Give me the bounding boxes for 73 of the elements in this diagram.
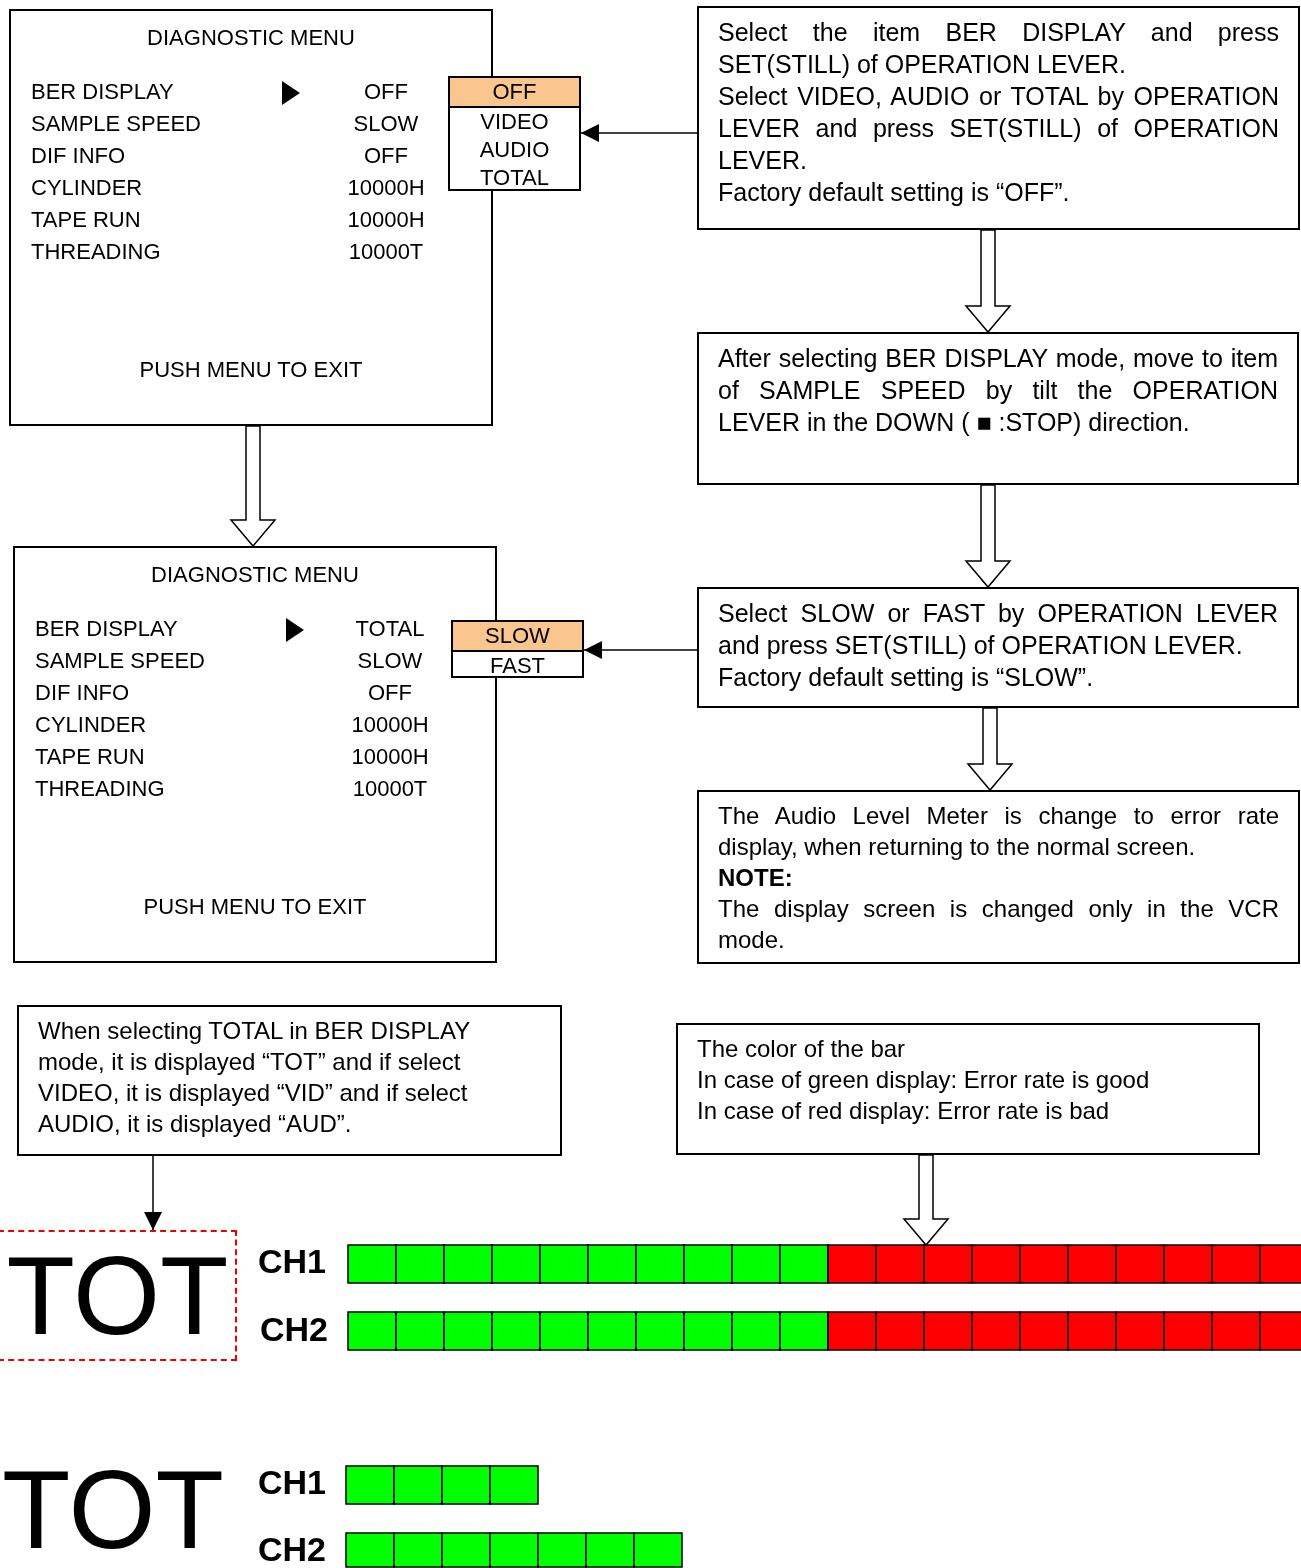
menu-item: DIF INFO <box>31 143 126 169</box>
menu-item: SAMPLE SPEED <box>35 648 205 674</box>
menu-value: 10000T <box>351 776 429 802</box>
level-bar <box>346 1533 682 1567</box>
selected-option: OFF <box>450 78 579 108</box>
menu-item: CYLINDER <box>35 712 147 738</box>
option: AUDIO <box>450 136 579 164</box>
instruction-text: Select VIDEO, AUDIO or TOTAL by OPERATION LEVER and press SET(STILL) of OPERATION LEVER. <box>718 81 1279 176</box>
menu-item: THREADING <box>35 776 165 802</box>
arrow <box>144 1155 162 1231</box>
instruction-text: In case of green display: Error rate is good <box>697 1065 1151 1095</box>
option-list <box>451 620 584 678</box>
instruction-text: The color of the bar <box>697 1034 907 1064</box>
option: VIDEO <box>450 108 579 136</box>
menu-value: OFF <box>363 79 409 105</box>
menu-footer: PUSH MENU TO EXIT <box>11 357 491 383</box>
menu-item: TAPE RUN <box>31 207 141 233</box>
option: TOTAL <box>450 164 579 192</box>
menu-item: BER DISPLAY <box>31 79 174 105</box>
level-bar <box>346 1466 538 1504</box>
instruction-text: Factory default setting is “OFF”. <box>718 177 1071 208</box>
option: FAST <box>453 652 582 680</box>
menu-title: DIAGNOSTIC MENU <box>146 25 356 51</box>
instruction-text: Select SLOW or FAST by OPERATION LEVER and press SET(STILL) of OPERATION LEVER. <box>718 598 1278 661</box>
indicator-text: TOT <box>2 1462 224 1558</box>
menu-value: 10000H <box>346 207 426 233</box>
menu-item: DIF INFO <box>35 680 130 706</box>
menu-title: DIAGNOSTIC MENU <box>150 562 360 588</box>
instruction-text: After selecting BER DISPLAY mode, move to item of SAMPLE SPEED by tilt the OPERATION LEVER in the DOWN ( ■ :STOP) direction. <box>718 343 1278 438</box>
selected-option: SLOW <box>453 622 582 652</box>
menu-footer: PUSH MENU TO EXIT <box>15 894 495 920</box>
hollow-arrow <box>964 229 1012 334</box>
instruction-text: When selecting TOTAL in BER DISPLAY mode, it is displayed “TOT” and if select VIDEO, it is displayed “VID” and if select AUDIO, it is displayed “AUD”. <box>38 1016 471 1139</box>
instruction-box <box>697 6 1300 230</box>
hollow-arrow <box>964 484 1012 589</box>
menu-value: 10000H <box>350 712 430 738</box>
note-heading: NOTE: <box>718 863 794 893</box>
level-bar <box>348 1312 1301 1350</box>
instruction-box <box>697 790 1300 964</box>
menu-item: CYLINDER <box>31 175 143 201</box>
instruction-text: Select the item BER DISPLAY and press SET(STILL) of OPERATION LEVER. <box>718 17 1279 80</box>
instruction-box <box>697 587 1299 708</box>
menu-value: OFF <box>367 680 413 706</box>
arrow <box>580 124 698 142</box>
instruction-box <box>697 332 1299 485</box>
option-list <box>448 76 581 191</box>
instruction-text: The display screen is changed only in the VCR mode. <box>718 894 1279 955</box>
menu-value: SLOW <box>352 111 420 137</box>
channel-label: CH1 <box>258 1463 327 1501</box>
instruction-text: Factory default setting is “SLOW”. <box>718 662 1095 693</box>
menu-item: BER DISPLAY <box>35 616 178 642</box>
menu-item: SAMPLE SPEED <box>31 111 201 137</box>
menu-item: THREADING <box>31 239 161 265</box>
instruction-text: The Audio Level Meter is change to error rate display, when returning to the normal screen. <box>718 801 1279 862</box>
menu-value: OFF <box>363 143 409 169</box>
indicator-text: TOT <box>5 1232 230 1359</box>
hollow-arrow <box>229 425 277 548</box>
menu-value: 10000H <box>346 175 426 201</box>
hollow-arrow <box>966 707 1014 792</box>
instruction-box <box>17 1005 562 1156</box>
menu-value: SLOW <box>356 648 424 674</box>
menu-value: TOTAL <box>354 616 426 642</box>
instruction-text: In case of red display: Error rate is bad <box>697 1096 1111 1126</box>
menu-item: TAPE RUN <box>35 744 145 770</box>
arrow <box>583 641 698 659</box>
channel-label: CH2 <box>260 1310 329 1348</box>
menu-value: 10000H <box>350 744 430 770</box>
channel-label: CH1 <box>258 1242 327 1280</box>
hollow-arrow <box>902 1154 950 1247</box>
menu-value: 10000T <box>347 239 425 265</box>
level-bar <box>348 1245 1301 1283</box>
instruction-box <box>676 1023 1260 1155</box>
channel-label: CH2 <box>258 1530 327 1568</box>
